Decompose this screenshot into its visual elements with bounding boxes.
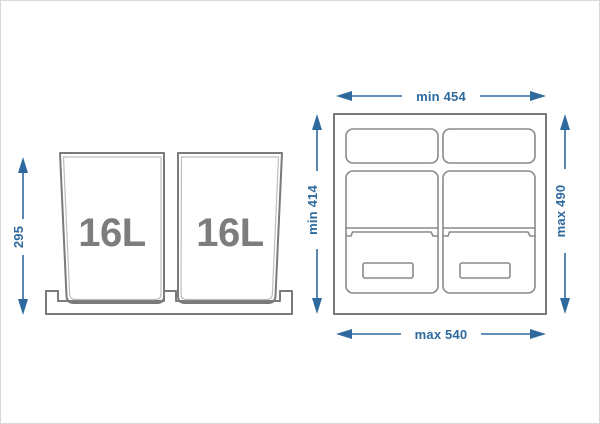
plan-bin-right-body xyxy=(442,170,536,294)
arrow-left-icon xyxy=(336,329,352,339)
plan-bin-left-body xyxy=(345,170,439,294)
dimension-text-backdrop xyxy=(307,171,327,249)
dimension-label-depth-max: max 490 xyxy=(553,185,568,238)
dimension-text-backdrop xyxy=(14,219,32,255)
arrow-right-icon xyxy=(530,329,546,339)
cabinet-outer-frame xyxy=(333,113,547,315)
arrow-right-icon xyxy=(530,91,546,101)
plan-bin-right-handle xyxy=(459,262,511,279)
arrow-down-icon xyxy=(18,299,28,315)
top-plan-view: min 454 min 414 max 490 xyxy=(305,85,575,345)
dimension-min-414: min 414 xyxy=(305,114,327,314)
plan-bin-left xyxy=(345,170,439,294)
front-elevation-view: 16L 16L 295 xyxy=(11,152,293,315)
arrow-up-icon xyxy=(560,114,570,130)
dimension-text-backdrop xyxy=(401,323,481,345)
dimension-label-depth-min: min 414 xyxy=(305,185,320,235)
bin-right xyxy=(177,152,283,304)
lid-flap-left xyxy=(345,128,439,164)
arrow-down-icon xyxy=(312,298,322,314)
bin-left-capacity-label: 16L xyxy=(78,211,145,255)
plan-bin-left-handle xyxy=(362,262,414,279)
dimension-text-backdrop xyxy=(555,169,575,253)
bin-left xyxy=(59,152,165,304)
plan-bin-right-lid-notch xyxy=(442,231,536,237)
lid-flap-right xyxy=(442,128,536,164)
tray-base xyxy=(45,290,293,315)
bin-right-capacity-label: 16L xyxy=(196,211,263,255)
dimension-min-454: min 454 xyxy=(336,85,546,107)
plan-bin-left-lid-notch xyxy=(345,231,439,237)
dimension-height-295: 295 xyxy=(11,157,32,315)
dimension-label-width-min: min 454 xyxy=(416,89,466,104)
plan-bin-right xyxy=(442,170,536,294)
dimension-text-backdrop xyxy=(402,85,480,107)
arrow-up-icon xyxy=(312,114,322,130)
arrow-up-icon xyxy=(18,157,28,173)
dimension-label-width-max: max 540 xyxy=(415,327,468,342)
dimension-max-490: max 490 xyxy=(553,114,575,314)
arrow-down-icon xyxy=(560,298,570,314)
arrow-left-icon xyxy=(336,91,352,101)
dimension-max-540: max 540 xyxy=(336,323,546,345)
dimension-label-height: 295 xyxy=(11,226,26,248)
